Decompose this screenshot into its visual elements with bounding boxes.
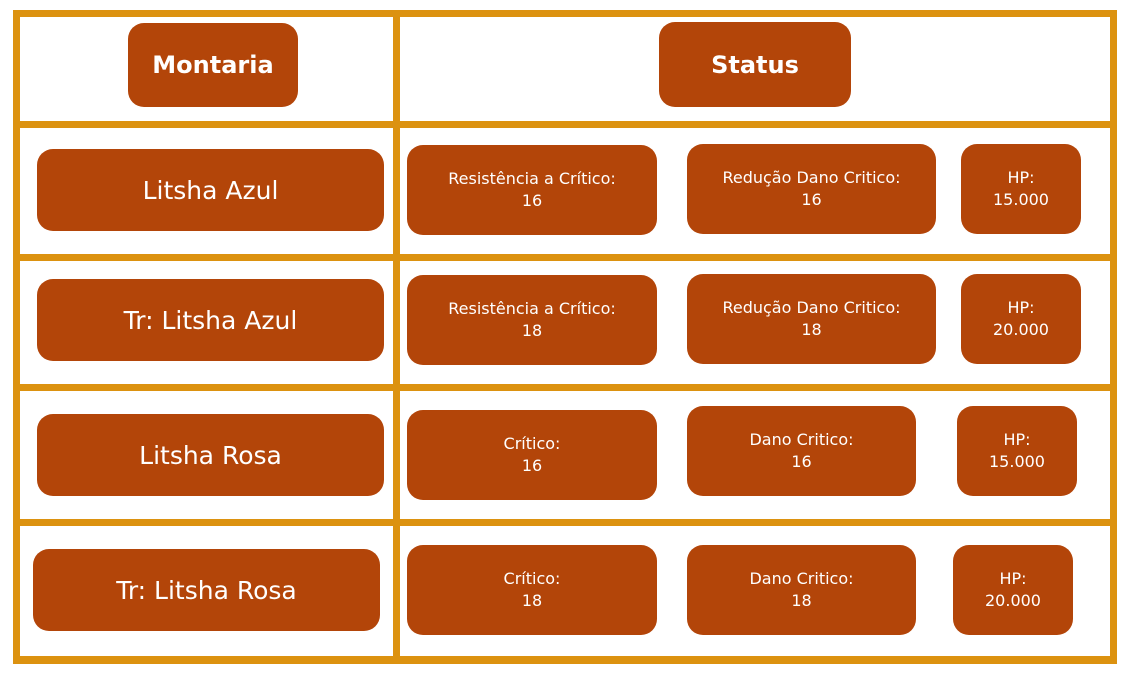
stat-box: HP: 15.000 [957, 406, 1077, 496]
stat-box: HP: 20.000 [953, 545, 1073, 635]
stat-box: Redução Dano Critico: 18 [687, 274, 936, 364]
stat-value: 16 [521, 456, 543, 475]
stat-value: 18 [521, 321, 543, 340]
stat-value: 16 [791, 452, 812, 471]
stat-label: HP: [1007, 298, 1035, 317]
stat-value: 18 [801, 320, 822, 339]
header-mount: Montaria [128, 23, 298, 107]
stat-label: Dano Critico: [749, 569, 854, 588]
stat-label: Redução Dano Critico: [722, 298, 901, 317]
stat-label: Redução Dano Critico: [722, 168, 901, 187]
stat-value: 15.000 [993, 190, 1049, 209]
stat-value: 18 [791, 591, 812, 610]
mount-name: Litsha Rosa [37, 414, 384, 496]
stat-box: Dano Critico: 18 [687, 545, 916, 635]
stat-value: 16 [801, 190, 822, 209]
stat-label: Dano Critico: [749, 430, 854, 449]
stat-label: Crítico: [503, 569, 561, 588]
stat-box: HP: 15.000 [961, 144, 1081, 234]
stat-box: Resistência a Crítico: 16 [407, 145, 657, 235]
mount-name: Litsha Azul [37, 149, 384, 231]
stat-box: Crítico: 18 [407, 545, 657, 635]
stat-label: HP: [1003, 430, 1031, 449]
stat-box: Dano Critico: 16 [687, 406, 916, 496]
stat-label: HP: [1007, 168, 1035, 187]
stat-box: Redução Dano Critico: 16 [687, 144, 936, 234]
stat-box: HP: 20.000 [961, 274, 1081, 364]
stat-value: 18 [521, 591, 543, 610]
mount-name: Tr: Litsha Rosa [33, 549, 380, 631]
mount-name: Tr: Litsha Azul [37, 279, 384, 361]
stat-value: 20.000 [985, 591, 1041, 610]
stat-label: Resistência a Crítico: [448, 299, 616, 318]
stat-value: 20.000 [993, 320, 1049, 339]
stat-value: 16 [521, 191, 543, 210]
stat-value: 15.000 [989, 452, 1045, 471]
stat-label: Resistência a Crítico: [448, 169, 616, 188]
header-status: Status [659, 22, 851, 107]
stat-box: Resistência a Crítico: 18 [407, 275, 657, 365]
stat-box: Crítico: 16 [407, 410, 657, 500]
stat-label: HP: [999, 569, 1027, 588]
stat-label: Crítico: [503, 434, 561, 453]
